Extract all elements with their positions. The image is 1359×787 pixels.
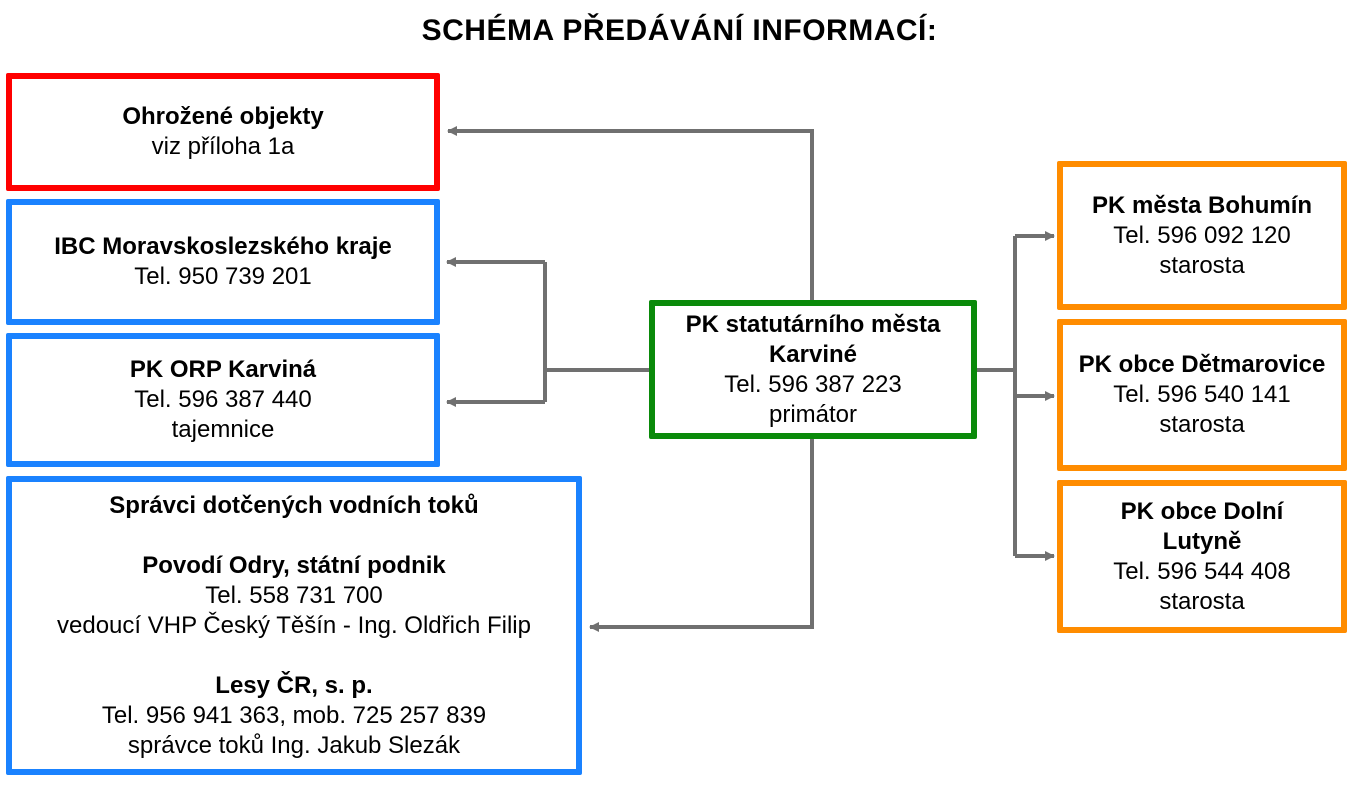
box-center-karvina: PK statutárního města Karviné Tel. 596 3… xyxy=(649,300,977,439)
odra-contact: vedoucí VHP Český Těšín - Ing. Oldřich F… xyxy=(57,611,531,639)
bohumin-name: PK města Bohumín xyxy=(1091,191,1313,219)
box-orp-karvina: PK ORP Karviná Tel. 596 387 440 tajemnic… xyxy=(6,333,440,467)
diagram-title: SCHÉMA PŘEDÁVÁNÍ INFORMACÍ: xyxy=(421,14,938,47)
box-river-managers: Správci dotčených vodních toků Povodí Od… xyxy=(6,476,582,775)
box-dolni-lutyne: PK obce Dolní Lutyně Tel. 596 544 408 st… xyxy=(1057,480,1347,633)
detmarovice-phone: Tel. 596 540 141 xyxy=(1113,381,1291,408)
box-bohumin: PK města Bohumín Tel. 596 092 120 staros… xyxy=(1057,161,1347,310)
box-detmarovice: PK obce Dětmarovice Tel. 596 540 141 sta… xyxy=(1057,319,1347,471)
arrow-to-rivers xyxy=(589,437,814,632)
orp-phone: Tel. 596 387 440 xyxy=(134,386,312,413)
center-name-line2: Karviné xyxy=(768,340,858,368)
orp-name: PK ORP Karviná xyxy=(129,356,317,383)
detmarovice-role: starosta xyxy=(1159,411,1245,438)
arrow-to-threatened xyxy=(447,126,814,303)
odra-name: Povodí Odry, státní podnik xyxy=(142,551,446,579)
ibc-phone: Tel. 950 739 201 xyxy=(134,263,312,290)
lutyne-name-line2: Lutyně xyxy=(1162,527,1242,555)
ibc-name: IBC Moravskoslezského kraje xyxy=(54,233,392,260)
lutyne-role: starosta xyxy=(1159,587,1245,615)
odra-phone: Tel. 558 731 700 xyxy=(205,581,383,609)
lutyne-name-line1: PK obce Dolní xyxy=(1120,497,1284,525)
lesy-phone: Tel. 956 941 363, mob. 725 257 839 xyxy=(101,701,487,729)
orp-role: tajemnice xyxy=(171,416,275,443)
center-phone: Tel. 596 387 223 xyxy=(724,370,902,398)
lesy-name: Lesy ČR, s. p. xyxy=(215,671,373,699)
box-ibc: IBC Moravskoslezského kraje Tel. 950 739… xyxy=(6,199,440,325)
lutyne-phone: Tel. 596 544 408 xyxy=(1113,557,1291,585)
threatened-note: viz příloha 1a xyxy=(151,133,295,160)
threatened-name: Ohrožené objekty xyxy=(122,103,324,130)
center-role: primátor xyxy=(768,400,858,428)
lesy-contact: správce toků Ing. Jakub Slezák xyxy=(127,731,461,759)
center-name-line1: PK statutárního města xyxy=(685,310,941,338)
bohumin-role: starosta xyxy=(1159,251,1245,279)
bohumin-phone: Tel. 596 092 120 xyxy=(1113,221,1291,249)
detmarovice-name: PK obce Dětmarovice xyxy=(1078,351,1326,378)
rivers-heading: Správci dotčených vodních toků xyxy=(109,491,479,519)
box-threatened-objects: Ohrožené objekty viz příloha 1a xyxy=(6,73,440,191)
